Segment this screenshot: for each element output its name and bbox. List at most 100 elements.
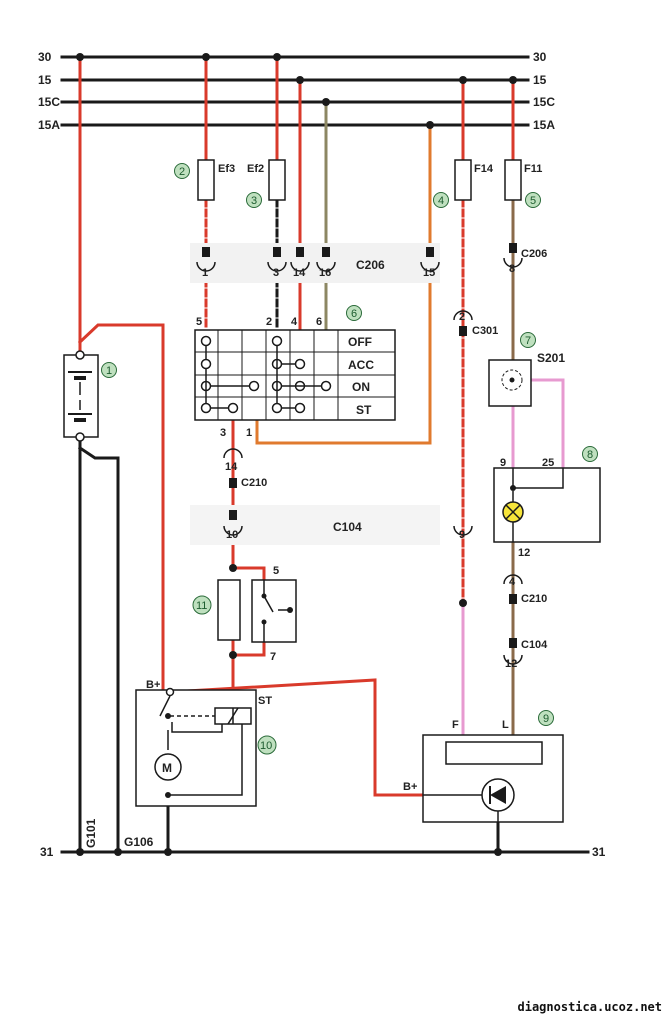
switch-contact (271, 335, 283, 347)
pin-plug (229, 478, 237, 488)
switch-contact (294, 402, 306, 414)
regulator-block (445, 741, 543, 765)
junction-dot (273, 53, 281, 61)
f14-connectors: 2 C301 9 (453, 310, 498, 541)
junction-dot (459, 76, 467, 84)
pin-socket (503, 654, 523, 665)
junction-dot (459, 599, 467, 607)
relay-loop-wire-bottom (231, 640, 266, 657)
switch-pos-off: OFF (348, 335, 372, 349)
callout-10: 10 (260, 740, 272, 752)
c104-pin-12: 12 (505, 658, 517, 670)
switch-pin-2: 2 (266, 316, 272, 328)
s201-box (488, 359, 532, 407)
callout-7: 7 (525, 335, 531, 347)
pin-plug (322, 247, 330, 257)
rail-15-left: 15 (38, 73, 52, 87)
gen-bplus-label: B+ (403, 781, 417, 793)
switch-pin-1: 1 (246, 427, 252, 439)
lamp-pin-25: 25 (542, 457, 554, 469)
pin-plug (509, 243, 517, 253)
pin-plug (273, 247, 281, 257)
callout-circle (174, 163, 190, 179)
callout-circle (433, 192, 449, 208)
callout-circle (346, 305, 362, 321)
fuse-ef2-label: Ef2 (247, 163, 264, 175)
switch-pos-st: ST (356, 403, 372, 417)
fuse-ef3 (197, 159, 215, 201)
charge-lamp-module: 9 25 12 (493, 457, 601, 559)
rail-15-right: 15 (533, 73, 547, 87)
junction-dot (296, 76, 304, 84)
rail-15a-right: 15A (533, 118, 555, 132)
rail-31-right: 31 (592, 845, 606, 859)
wires (60, 55, 590, 854)
pin-socket (316, 261, 336, 272)
switch-pos-on: ON (352, 380, 370, 394)
junction-dot (494, 848, 502, 856)
battery-ground-wire-g106 (77, 445, 120, 854)
pin-plug (426, 247, 434, 257)
fuse-ef3-label: Ef3 (218, 163, 235, 175)
c210-label-right: C210 (521, 593, 547, 605)
relay-pin-5: 5 (273, 565, 279, 577)
gen-l-label: L (502, 719, 509, 731)
c206-band (190, 243, 440, 283)
callout-circle (538, 710, 554, 726)
c206-pin-3: 3 (273, 267, 279, 279)
callout-6: 6 (351, 308, 357, 320)
junction-dot (229, 651, 237, 659)
switch-contact (200, 358, 212, 370)
starter: B+ ST M (135, 679, 272, 807)
pin-socket (453, 525, 473, 536)
switch-contact (248, 380, 260, 392)
callout-11: 11 (196, 600, 207, 612)
pin-plug (459, 326, 467, 336)
c206-pin-14: 14 (293, 267, 306, 279)
battery (63, 350, 99, 442)
c301-pin-2: 2 (459, 311, 465, 323)
junction-dot (164, 848, 172, 856)
orange-to-switch-wire (255, 278, 432, 445)
switch-contact (200, 335, 212, 347)
junction-dot (229, 564, 237, 572)
pin-socket (290, 261, 310, 272)
junction-dots (76, 53, 517, 856)
f11-lower-connectors: 4 C210 C104 12 (503, 574, 548, 670)
switch-pos-acc: ACC (348, 358, 374, 372)
c206-pin-15: 15 (423, 267, 435, 279)
ignition-switch: OFF ACC ON ST (194, 316, 396, 439)
switch-contact (227, 402, 239, 414)
c104-label-right: C104 (521, 639, 548, 651)
pin-socket (196, 261, 216, 272)
motor-label: M (162, 761, 172, 775)
callout-circle (257, 735, 277, 755)
callout-circle (192, 595, 212, 615)
callout-circle (582, 446, 598, 462)
callout-8: 8 (587, 449, 593, 461)
switch-contact (294, 358, 306, 370)
s201-pink-loop-wire (528, 378, 565, 470)
callout-2: 2 (179, 166, 185, 178)
splice-s201: S201 (488, 351, 565, 407)
fuse-ef2 (268, 159, 286, 201)
c206-pin-1: 1 (202, 267, 208, 279)
callout-4: 4 (438, 195, 444, 207)
s201-label: S201 (537, 351, 565, 365)
pin-socket (223, 448, 243, 459)
relay-loop-wire-top (231, 566, 266, 582)
lamp-pin-9: 9 (500, 457, 506, 469)
callout-5: 5 (530, 195, 536, 207)
rail-31-left: 31 (40, 845, 54, 859)
junction-dot (114, 848, 122, 856)
pin-plug (296, 247, 304, 257)
switch-contact (200, 402, 212, 414)
c206-pin-8: 8 (509, 263, 515, 275)
starter-relay: 5 7 (217, 565, 297, 663)
fuse-f14 (454, 159, 472, 201)
pin-plug (229, 510, 237, 520)
callout-circle (101, 362, 117, 378)
c206-pins: 1 3 14 16 15 (196, 247, 440, 279)
c104-pin-9: 9 (459, 529, 465, 541)
